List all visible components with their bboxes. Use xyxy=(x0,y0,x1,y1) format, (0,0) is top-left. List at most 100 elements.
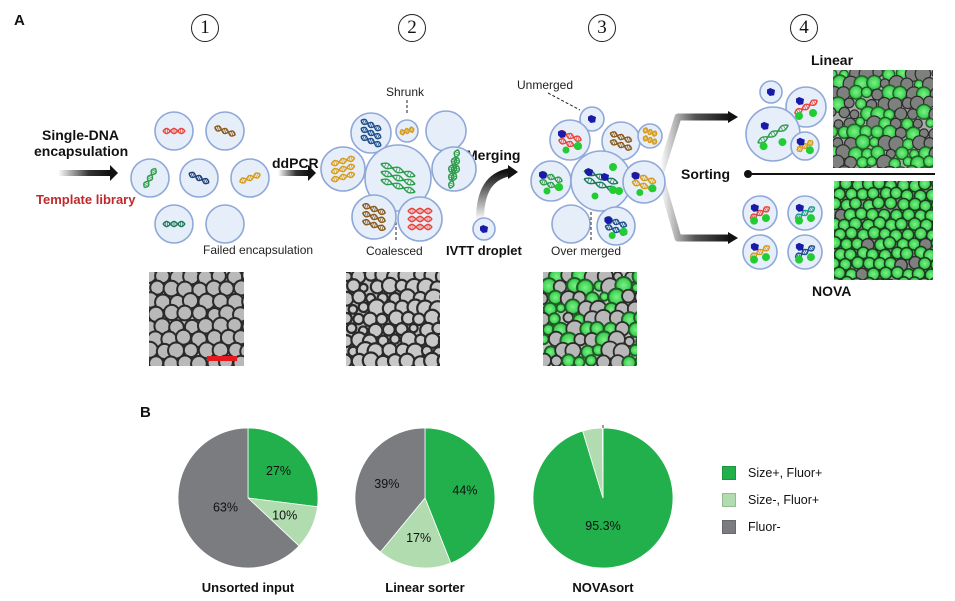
micrograph-droplet xyxy=(894,217,908,231)
micrograph-droplet xyxy=(573,356,586,366)
ivtt-protein-icon xyxy=(760,121,769,130)
pie-data-label: 27% xyxy=(266,464,291,478)
micrograph-droplet xyxy=(584,354,598,366)
micrograph-droplet xyxy=(895,146,909,161)
dna-icon xyxy=(360,118,382,132)
fluorescent-product-icon xyxy=(795,216,804,225)
fluorescent-product-icon xyxy=(806,253,815,262)
micrograph-droplet xyxy=(834,196,842,211)
micrograph-droplet xyxy=(375,312,389,326)
pie-slice-size-fluor xyxy=(379,497,452,569)
dna-icon xyxy=(380,170,416,186)
pie-unsorted-input: 27%10%63% xyxy=(177,427,319,569)
step-number-4: 4 xyxy=(790,14,818,42)
leader-line xyxy=(602,425,604,428)
micrograph-droplet xyxy=(352,312,365,326)
micrograph-droplet xyxy=(634,356,637,366)
pie-data-label: 39% xyxy=(374,477,399,491)
step2-micrograph xyxy=(346,272,440,366)
micrograph-droplet xyxy=(878,266,893,280)
step3-micrograph xyxy=(543,272,637,366)
micrograph-droplet xyxy=(875,278,885,280)
nova-sorted-droplet xyxy=(742,234,778,270)
droplet-with-dna xyxy=(395,119,419,143)
failed-encapsulation-label: Failed encapsulation xyxy=(203,243,314,257)
fluorescent-product-icon xyxy=(574,142,582,150)
workflow-schematic xyxy=(58,70,935,280)
ivtt-protein-icon xyxy=(585,168,593,176)
legend-item-size-pos-fluor-pos: Size+, Fluor+ xyxy=(722,464,822,482)
merging-arrow xyxy=(476,165,518,221)
fluorescent-product-icon xyxy=(778,138,787,147)
micrograph-droplet xyxy=(897,276,910,280)
merged-droplet xyxy=(549,119,591,161)
fluorescent-product-icon xyxy=(615,187,623,195)
sorting-label: Sorting xyxy=(681,166,730,182)
dna-icon xyxy=(361,210,387,224)
micrograph-droplet xyxy=(241,320,244,333)
ivtt-protein-icon xyxy=(480,225,488,233)
ivtt-protein-icon xyxy=(767,88,775,96)
droplet-with-dna xyxy=(350,112,392,154)
micrograph-droplet xyxy=(434,272,440,285)
ivtt-protein-icon xyxy=(750,203,759,212)
panel-a-label: A xyxy=(14,12,25,29)
nova-sorted-droplet xyxy=(742,195,778,231)
pie-charts: 27%10%63% 44%17%39% 95.3%4.6%Fluor-, 0.1… xyxy=(177,425,674,569)
linear-label: Linear xyxy=(811,52,854,68)
ivtt-protein-icon xyxy=(604,216,613,225)
dna-icon xyxy=(330,163,356,175)
ivtt-protein-icon xyxy=(750,242,759,251)
merged-droplet xyxy=(596,206,636,246)
micrograph-droplet xyxy=(431,321,440,336)
droplet-with-dna xyxy=(320,146,366,192)
dna-icon xyxy=(361,202,387,216)
fluorescent-product-icon xyxy=(750,255,759,264)
micrograph-droplet xyxy=(437,313,440,325)
empty-droplet xyxy=(205,204,245,244)
fluorescent-product-icon xyxy=(555,183,563,191)
legend-swatch xyxy=(722,466,736,480)
micrograph-droplet xyxy=(929,277,933,280)
ivtt-droplet xyxy=(472,217,496,241)
micrograph-droplet xyxy=(633,291,637,303)
micrograph-droplet xyxy=(918,277,930,280)
dna-icon xyxy=(642,127,658,137)
dna-icon xyxy=(330,155,356,167)
pie-slice-fluor xyxy=(177,427,300,569)
micrograph-droplet xyxy=(925,188,933,203)
fluorescent-product-icon xyxy=(795,112,803,120)
nova-sorted-droplet xyxy=(787,195,823,231)
micrograph-droplet xyxy=(930,259,933,271)
empty-droplet xyxy=(425,110,467,152)
dna-icon xyxy=(162,220,186,228)
nova-label: NOVA xyxy=(812,283,852,299)
legend-item-fluor-neg: Fluor- xyxy=(722,518,822,536)
micrograph-droplet xyxy=(834,235,842,250)
fluorescent-product-icon xyxy=(809,109,817,117)
micrograph-droplet xyxy=(884,196,898,210)
legend-swatch xyxy=(722,520,736,534)
pie-title-unsorted-input: Unsorted input xyxy=(201,580,295,595)
ddpcr-label: ddPCR xyxy=(272,155,319,171)
micrograph-droplet xyxy=(239,343,244,359)
micrograph-droplet xyxy=(621,288,636,304)
micrograph-droplet xyxy=(909,155,926,168)
micrograph-droplet xyxy=(899,246,914,261)
micrograph-droplet xyxy=(871,196,886,210)
merged-droplet xyxy=(601,121,641,161)
micrograph-droplet xyxy=(849,109,860,120)
ivtt-protein-icon xyxy=(558,130,566,138)
legend-label: Size-, Fluor+ xyxy=(748,493,820,507)
micrograph-droplet xyxy=(149,355,165,366)
pie-novasort: 95.3%4.6%Fluor-, 0.1% xyxy=(532,425,674,569)
micrograph-droplet xyxy=(917,181,932,191)
step-number-2: 2 xyxy=(398,14,426,42)
droplet-with-dna xyxy=(397,196,443,242)
micrograph-droplet xyxy=(931,70,933,77)
legend-swatch xyxy=(722,493,736,507)
pie-title-linear-sorter: Linear sorter xyxy=(385,580,465,595)
fluorescent-product-icon xyxy=(591,192,599,200)
input-title-line1: Single-DNA xyxy=(42,127,119,143)
fluorescent-product-icon xyxy=(609,186,617,194)
